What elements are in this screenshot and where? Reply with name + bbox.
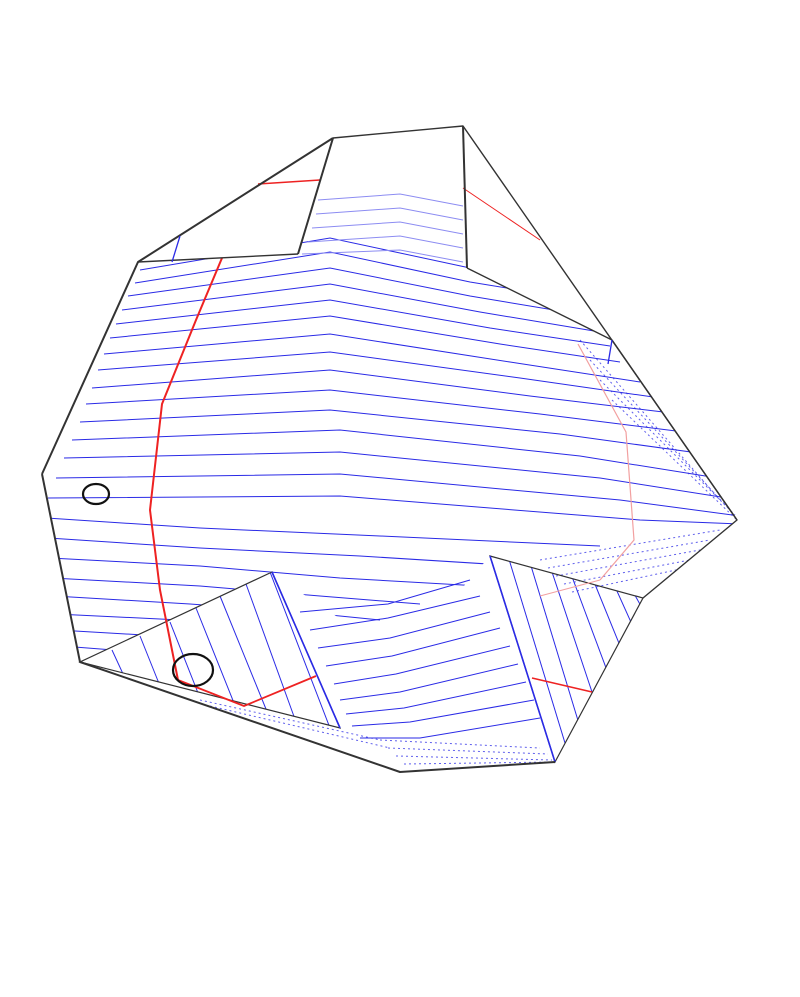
outer-outline bbox=[41, 125, 738, 773]
lower-hatching bbox=[299, 579, 541, 739]
top-face-hatching bbox=[301, 193, 464, 263]
lower-left-face bbox=[78, 571, 342, 729]
main-hatching bbox=[45, 237, 737, 653]
lower-right-face bbox=[489, 555, 644, 764]
left-hole bbox=[81, 482, 111, 506]
edge-accents bbox=[171, 235, 613, 365]
lower-hole bbox=[171, 652, 215, 688]
faint-dash-hatching bbox=[199, 339, 738, 765]
section-curve bbox=[148, 179, 635, 707]
